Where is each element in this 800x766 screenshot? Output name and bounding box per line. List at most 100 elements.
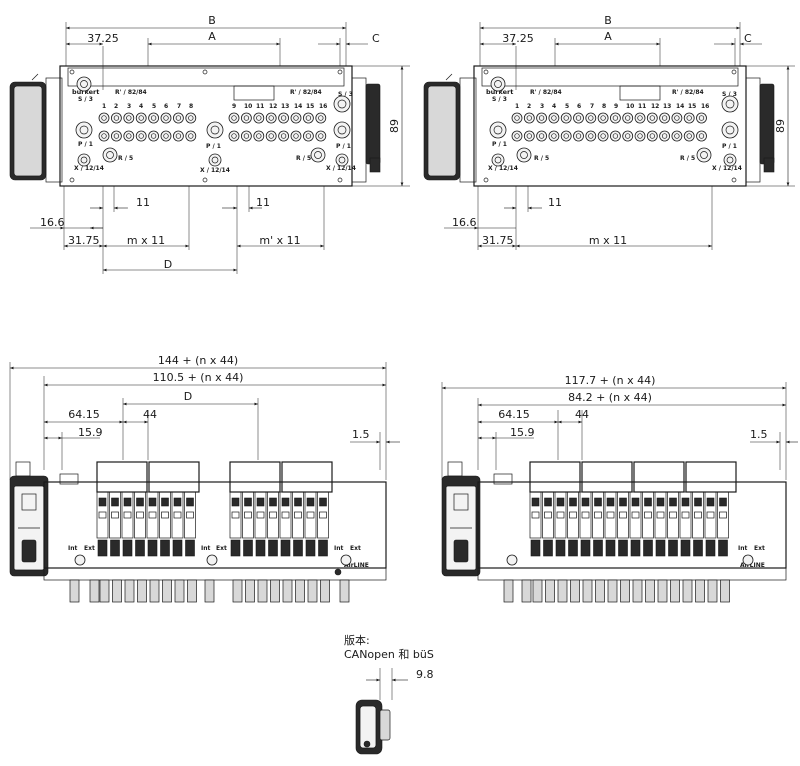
svg-text:7: 7 xyxy=(590,103,594,110)
valve-slice xyxy=(317,491,329,539)
hose-fitting xyxy=(137,579,147,603)
svg-text:P / 1: P / 1 xyxy=(78,141,93,148)
dim-a: A xyxy=(604,30,612,43)
port-fitting xyxy=(573,112,584,124)
side-view-left: 144 + (n x 44) 110.5 + (n x 44) D 64.15 … xyxy=(9,354,400,603)
svg-text:5: 5 xyxy=(565,103,569,110)
svg-text:P / 1: P / 1 xyxy=(206,143,221,150)
svg-text:15: 15 xyxy=(688,103,696,110)
port-fitting xyxy=(185,112,197,124)
dim-b: B xyxy=(208,14,216,27)
dim-a: A xyxy=(208,30,216,43)
dim-11-right: 11 xyxy=(256,196,270,209)
port-fitting xyxy=(290,112,302,124)
valve-slice xyxy=(704,491,717,539)
version-note: 版本: CANopen 和 büS 9.8 xyxy=(344,633,434,755)
hose-fitting xyxy=(149,579,160,603)
valve-slice xyxy=(254,491,267,539)
dim-64-15: 64.15 xyxy=(68,408,100,421)
svg-text:10: 10 xyxy=(626,103,634,110)
port-fitting xyxy=(523,112,535,124)
port-fitting xyxy=(315,112,327,124)
port-fitting xyxy=(185,130,197,142)
port-fitting xyxy=(111,130,122,142)
valve-slice xyxy=(642,491,654,539)
port-fitting xyxy=(659,112,670,124)
svg-text:12: 12 xyxy=(651,103,659,110)
hose-fitting xyxy=(162,579,172,603)
svg-text:8: 8 xyxy=(602,103,606,110)
svg-text:X / 12/14: X / 12/14 xyxy=(712,165,742,172)
dim-overall: 117.7 + (n x 44) xyxy=(565,374,656,387)
svg-text:5: 5 xyxy=(152,103,156,110)
valve-slice xyxy=(667,491,679,539)
dim-16-6: 16.6 xyxy=(452,216,477,229)
svg-text:Ext: Ext xyxy=(84,545,95,552)
version-text: CANopen 和 büS xyxy=(344,648,434,661)
svg-text:P / 1: P / 1 xyxy=(722,143,737,150)
svg-text:2: 2 xyxy=(527,103,531,110)
dim-m-prime-x-11: m' x 11 xyxy=(259,234,300,247)
port-fitting xyxy=(302,130,314,142)
svg-text:3: 3 xyxy=(540,103,544,110)
hose-fitting xyxy=(682,579,693,603)
top-view-right: B A 37.25 C 89 burkert R' / 82/84 R' / 8… xyxy=(423,14,795,250)
valve-slice xyxy=(629,491,642,539)
port-fitting xyxy=(265,112,277,124)
valve-slice xyxy=(159,491,171,539)
port-fitting xyxy=(597,130,609,142)
valve-slice xyxy=(242,491,254,539)
dim-c: C xyxy=(744,32,752,45)
port-fitting xyxy=(585,112,597,124)
valve-slice xyxy=(171,491,184,539)
hose-fitting xyxy=(174,579,185,603)
svg-text:8: 8 xyxy=(189,103,193,110)
port-fitting xyxy=(98,112,110,124)
svg-text:10: 10 xyxy=(244,103,252,110)
port-fitting xyxy=(160,112,172,124)
svg-text:P / 1: P / 1 xyxy=(336,143,351,150)
port-fitting xyxy=(536,130,547,142)
port-fitting xyxy=(253,112,265,124)
port-fitting xyxy=(610,112,621,124)
svg-text:4: 4 xyxy=(139,103,143,110)
hose-fitting xyxy=(657,579,668,603)
dim-15-9: 15.9 xyxy=(510,426,535,439)
dim-9-8: 9.8 xyxy=(416,668,434,681)
hose-fitting xyxy=(545,579,555,603)
svg-text:2: 2 xyxy=(114,103,118,110)
svg-text:11: 11 xyxy=(256,103,264,110)
port-fitting xyxy=(696,112,707,124)
valve-slice xyxy=(292,491,304,539)
svg-text:X / 12/14: X / 12/14 xyxy=(200,167,230,174)
dim-16-6: 16.6 xyxy=(40,216,65,229)
dim-1-5: 1.5 xyxy=(750,428,768,441)
svg-text:16: 16 xyxy=(701,103,709,110)
svg-text:R' / 82/84: R' / 82/84 xyxy=(290,89,322,96)
port-fitting xyxy=(536,112,547,124)
port-fitting xyxy=(172,130,184,142)
port-fitting xyxy=(111,112,122,124)
hose-fitting xyxy=(582,579,593,603)
dim-m-x-11: m x 11 xyxy=(127,234,165,247)
valve-slice xyxy=(229,491,242,539)
svg-text:14: 14 xyxy=(294,103,302,110)
svg-text:11: 11 xyxy=(638,103,646,110)
port-fitting xyxy=(696,130,707,142)
port-fitting xyxy=(123,130,135,142)
valve-slice xyxy=(109,491,121,539)
svg-text:4: 4 xyxy=(552,103,556,110)
port-fitting xyxy=(172,112,184,124)
dim-37-25: 37.25 xyxy=(87,32,119,45)
valve-slice xyxy=(617,491,629,539)
svg-text:13: 13 xyxy=(281,103,289,110)
port-fitting xyxy=(135,130,147,142)
dim-44: 44 xyxy=(143,408,157,421)
dim-1-5: 1.5 xyxy=(352,428,370,441)
dim-b: B xyxy=(604,14,612,27)
dim-11: 11 xyxy=(548,196,562,209)
svg-text:1: 1 xyxy=(515,103,519,110)
svg-text:X / 12/14: X / 12/14 xyxy=(74,165,104,172)
dim-m-x-11: m x 11 xyxy=(589,234,627,247)
